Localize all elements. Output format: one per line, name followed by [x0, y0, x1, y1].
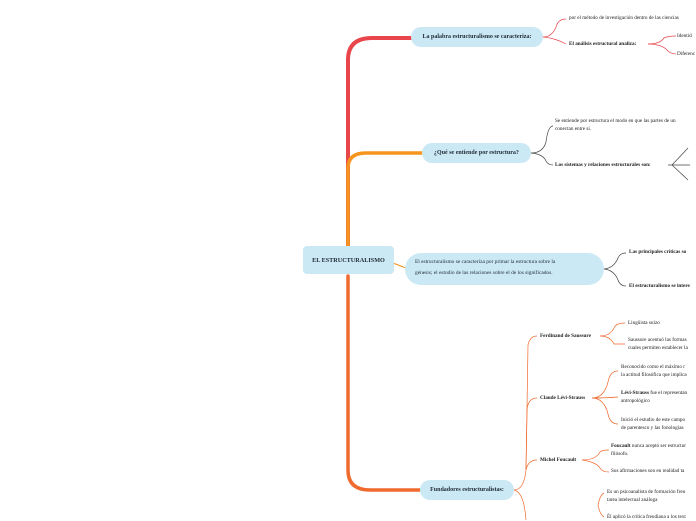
- trunk-deep-orange: [346, 274, 422, 492]
- note-bold: Lévi-Strauss: [621, 390, 649, 396]
- note-line: antropológico: [621, 398, 650, 405]
- trunk-to-definicion: [392, 262, 407, 269]
- leaf-text: El estructuralismo se intere: [629, 283, 690, 289]
- root-label: EL ESTRUCTURALISMO: [312, 256, 385, 264]
- leaf-text: Diferenc: [677, 51, 696, 57]
- leaf-text: Identid: [677, 33, 692, 39]
- note-text: Sus afirmaciones son en realidad ta: [611, 468, 685, 474]
- root-node[interactable]: EL ESTRUCTURALISMO: [303, 246, 394, 274]
- note-line: Saussure acentuó las formas: [628, 337, 687, 343]
- branch-node-estructura[interactable]: ¿Qué se entiende por estructura?: [422, 143, 531, 163]
- definition-node[interactable]: El estructuralismo se caracteriza por pr…: [405, 253, 604, 285]
- person-name: Claude Lévi-Strauss: [540, 395, 586, 401]
- leaf-line: conectan entre sí.: [555, 126, 592, 133]
- note-text: Reconocido como el máximo r la actitud f…: [621, 363, 687, 380]
- note-line: Inició el estudio de este campo: [621, 417, 686, 423]
- note-line: cuales permiten establecer la: [628, 345, 688, 352]
- branch-node-fundadores[interactable]: Fundadores estructuralistas:: [420, 480, 514, 500]
- note-line: filósofo.: [611, 451, 629, 458]
- note-text: Lévi-Strauss fue el representan antropol…: [621, 389, 687, 406]
- person-name: Ferdinand de Saussure: [540, 333, 591, 339]
- leaf-text: El análisis estructural analiza:: [569, 41, 637, 47]
- branch-node-palabra[interactable]: La palabra estructuralismo se caracteriz…: [411, 27, 543, 47]
- note-line: fue el representan: [648, 390, 688, 396]
- note-line: la actitud filosófica que implica: [621, 372, 687, 379]
- note-line: de parentesco y las fonologías: [621, 425, 684, 432]
- branch-label: La palabra estructuralismo se caracteriz…: [422, 34, 532, 40]
- note-text: Él aplicó la crítica freudiana a los tex…: [607, 514, 686, 520]
- definition-line: El estructuralismo se caracteriza por pr…: [415, 259, 556, 265]
- note-line: nunca aceptó ser estructur: [630, 443, 686, 449]
- note-bold: Foucault: [611, 443, 631, 449]
- note-line: tarea intelectual análoga: [607, 497, 658, 504]
- note-text: Saussure acentuó las formas cuales permi…: [628, 336, 688, 353]
- leaf-text: Se entiende por estructura el modo en qu…: [555, 117, 676, 134]
- note-text: Foucault nunca aceptó ser estructur filó…: [611, 442, 686, 459]
- note-text: Lingüista suizo: [628, 320, 660, 326]
- branch-label: ¿Qué se entiende por estructura?: [434, 150, 519, 156]
- leaf-text: Los sistemas y relaciones estructurales …: [555, 162, 651, 168]
- note-line: Reconocido como el máximo r: [621, 364, 685, 370]
- definition-line: génesis; el estudio de las relaciones so…: [415, 270, 553, 276]
- leaf-line: Se entiende por estructura el modo en qu…: [555, 118, 676, 124]
- note-text: Inició el estudio de este campo de paren…: [621, 416, 685, 433]
- person-name: Michel Foucault: [540, 457, 577, 463]
- leaf-text: por el método de investigación dentro de…: [569, 15, 679, 21]
- trunk-red: [346, 36, 414, 248]
- note-line: Es un psicoanalista de formación freu: [607, 489, 686, 495]
- trunk-orange: [346, 151, 424, 248]
- branch-label: Fundadores estructuralistas:: [430, 487, 504, 493]
- note-text: Es un psicoanalista de formación freu ta…: [607, 488, 685, 505]
- leaf-text: Las principales críticas so: [629, 249, 687, 255]
